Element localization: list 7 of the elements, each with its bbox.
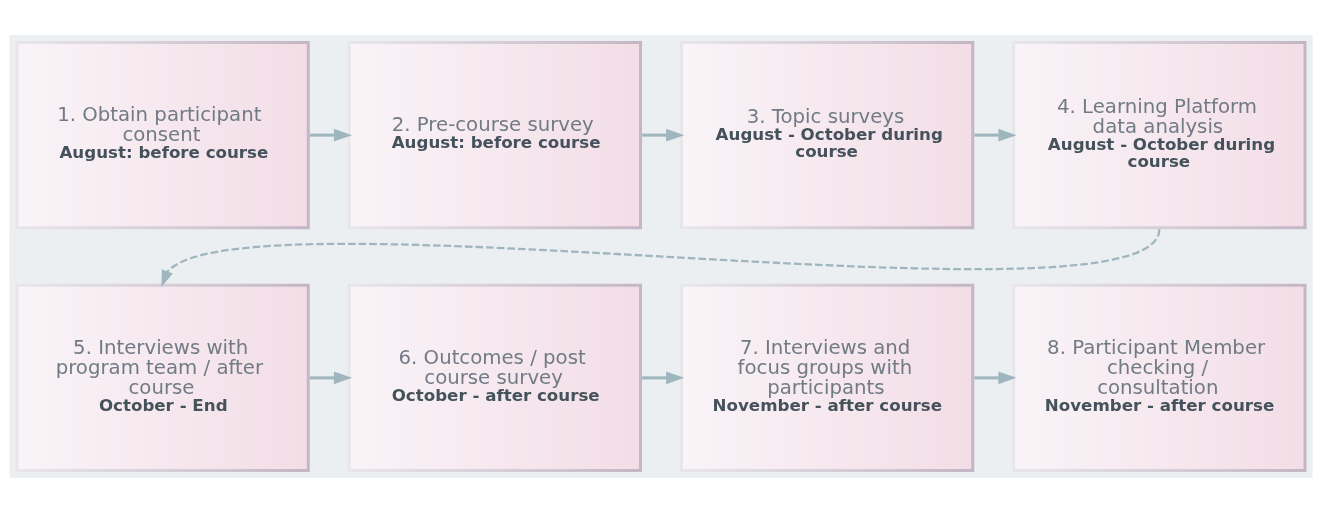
arrow (309, 371, 353, 384)
arrow (161, 227, 1161, 287)
arrow (642, 128, 685, 141)
arrow (642, 371, 685, 384)
arrow (974, 128, 1017, 141)
arrow (309, 128, 353, 141)
arrow (974, 371, 1017, 384)
